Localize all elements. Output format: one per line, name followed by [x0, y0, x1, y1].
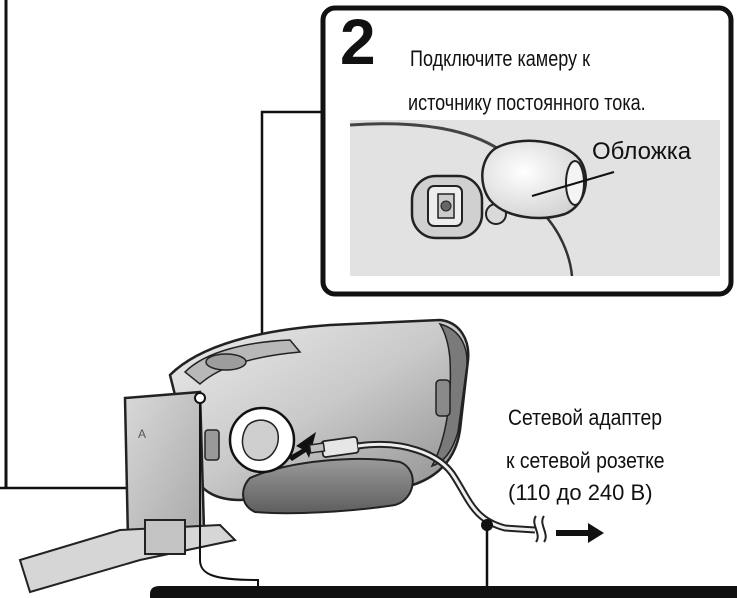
cable-break-icon	[533, 515, 547, 543]
camcorder: A	[18, 318, 470, 594]
cover-label-leader	[531, 171, 615, 197]
lens-switch	[435, 379, 451, 417]
outlet-direction-arrow-icon	[556, 523, 604, 543]
jack-socket-pin	[440, 200, 452, 212]
bottom-leader-left-dot	[194, 392, 206, 404]
lcd-small-mark: A	[138, 427, 146, 441]
adapter-label-line3: (110 до 240 В)	[508, 480, 653, 505]
bottom-leader-right-dot	[481, 519, 493, 531]
cover-label: Обложка	[592, 138, 692, 165]
lcd-monitor	[123, 390, 206, 542]
step-number: 2	[340, 6, 376, 78]
dc-port-blob	[241, 419, 279, 461]
cover-photo-inset	[349, 120, 720, 277]
adapter-label-line2: к сетевой розетке	[506, 448, 665, 473]
stand-block	[144, 519, 186, 555]
dc-plug-tip	[308, 442, 326, 454]
lens-ring	[430, 322, 468, 468]
stand-base	[18, 523, 238, 594]
step-instruction-line1: Подключите камеру к	[410, 46, 590, 71]
zoom-lever	[205, 353, 247, 371]
bottom-caption-box-edge	[150, 586, 737, 598]
side-jack	[204, 429, 220, 461]
hand-strap	[242, 457, 414, 515]
callout-leader-line	[260, 110, 323, 418]
bottom-leader-left-curve	[199, 559, 259, 598]
photo-shadow-curve	[349, 122, 501, 152]
step-instruction-line2: источнику постоянного тока.	[408, 90, 646, 115]
cover-cap	[481, 139, 588, 220]
adapter-label-line1: Сетевой адаптер	[508, 405, 663, 430]
insert-arrow-icon	[288, 432, 316, 461]
